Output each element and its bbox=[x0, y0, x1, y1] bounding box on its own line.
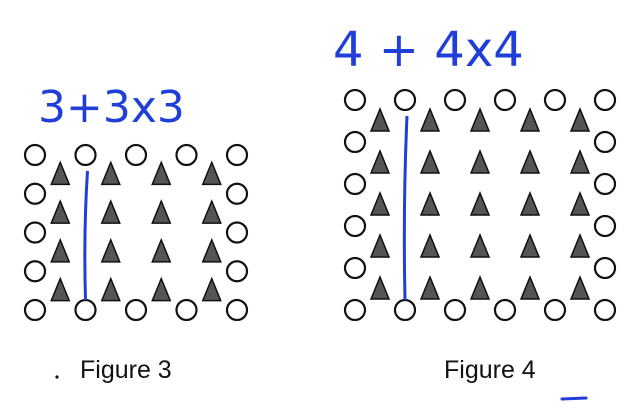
circle bbox=[124, 143, 148, 167]
circle bbox=[393, 88, 417, 112]
triangle bbox=[151, 199, 172, 224]
triangle bbox=[201, 276, 222, 302]
triangle bbox=[419, 149, 441, 174]
circle bbox=[493, 88, 517, 112]
figure-3 bbox=[23, 143, 249, 322]
triangle bbox=[151, 160, 172, 186]
circle bbox=[175, 298, 198, 322]
triangle bbox=[50, 160, 71, 186]
triangle bbox=[50, 237, 71, 263]
triangle bbox=[469, 149, 491, 174]
triangle bbox=[419, 275, 441, 300]
triangle bbox=[519, 107, 541, 132]
circle bbox=[543, 298, 567, 322]
circle bbox=[343, 88, 367, 112]
triangle bbox=[519, 191, 541, 216]
triangle bbox=[100, 160, 121, 186]
triangle bbox=[201, 237, 222, 263]
circle bbox=[175, 143, 198, 167]
circle bbox=[593, 172, 617, 196]
triangle bbox=[569, 149, 591, 174]
dot-mark bbox=[55, 375, 59, 379]
triangle bbox=[369, 233, 391, 258]
triangle bbox=[469, 191, 491, 216]
circle bbox=[593, 130, 617, 154]
circle bbox=[593, 214, 617, 238]
triangle bbox=[519, 233, 541, 258]
triangle bbox=[50, 276, 71, 302]
triangle bbox=[469, 233, 491, 258]
circle bbox=[225, 298, 249, 322]
circle bbox=[225, 182, 249, 205]
triangle bbox=[419, 107, 441, 132]
caption-figure-4: Figure 4 bbox=[444, 356, 536, 384]
annotation-line bbox=[83, 170, 89, 301]
triangle bbox=[419, 191, 441, 216]
circle bbox=[343, 298, 367, 322]
circle bbox=[343, 130, 367, 154]
circle bbox=[593, 88, 617, 112]
circle bbox=[343, 256, 367, 280]
figure-4 bbox=[343, 88, 617, 322]
triangle bbox=[369, 149, 391, 174]
circle bbox=[225, 260, 249, 283]
annotation-line bbox=[402, 115, 409, 301]
triangle bbox=[201, 160, 222, 186]
caption-figure-3: Figure 3 bbox=[80, 356, 172, 384]
triangle bbox=[569, 233, 591, 258]
circle bbox=[74, 143, 97, 167]
triangle bbox=[519, 149, 541, 174]
circle bbox=[74, 298, 97, 322]
annotation-figure-3: 3+3x3 bbox=[38, 82, 185, 133]
circle bbox=[343, 172, 367, 196]
triangle bbox=[201, 199, 222, 224]
triangle bbox=[369, 107, 391, 132]
circle bbox=[493, 298, 517, 322]
circle bbox=[124, 298, 148, 322]
circle bbox=[23, 182, 47, 205]
circle bbox=[225, 143, 249, 167]
circle bbox=[443, 298, 467, 322]
triangle bbox=[569, 107, 591, 132]
annotation-figure-4: 4 + 4x4 bbox=[333, 22, 524, 78]
triangle bbox=[369, 275, 391, 300]
circle bbox=[393, 298, 417, 322]
triangle bbox=[569, 275, 591, 300]
triangle bbox=[519, 275, 541, 300]
triangle bbox=[369, 191, 391, 216]
circle bbox=[593, 256, 617, 280]
triangle bbox=[469, 275, 491, 300]
circle bbox=[23, 143, 47, 167]
triangle bbox=[419, 233, 441, 258]
triangle bbox=[151, 237, 172, 263]
circle bbox=[23, 260, 47, 283]
triangle bbox=[469, 107, 491, 132]
triangle bbox=[100, 237, 121, 263]
triangle bbox=[50, 199, 71, 224]
underline-mark bbox=[560, 396, 588, 401]
circle bbox=[225, 221, 249, 244]
triangle bbox=[151, 276, 172, 302]
circle bbox=[593, 298, 617, 322]
circle bbox=[23, 221, 47, 244]
circle bbox=[23, 298, 47, 322]
circle bbox=[343, 214, 367, 238]
circle bbox=[543, 88, 567, 112]
triangle bbox=[100, 276, 121, 302]
triangle bbox=[569, 191, 591, 216]
circle bbox=[443, 88, 467, 112]
triangle bbox=[100, 199, 121, 224]
